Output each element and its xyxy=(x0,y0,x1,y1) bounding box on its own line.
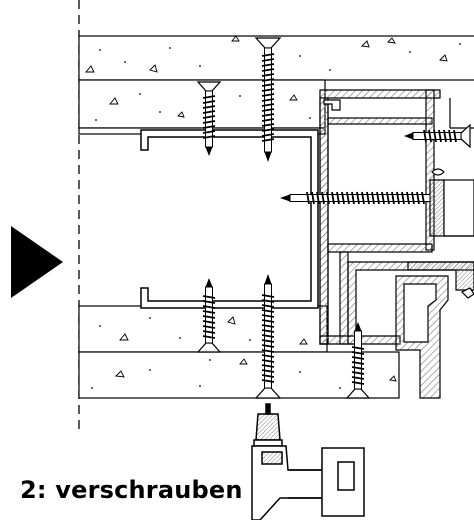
screw-icon xyxy=(196,278,222,353)
frame-profile xyxy=(319,89,474,399)
screw-icon xyxy=(404,123,471,149)
screw-icon xyxy=(254,274,282,399)
concrete-aggregate xyxy=(85,35,448,382)
concrete-dots xyxy=(91,43,461,389)
c-channel-bracket xyxy=(140,129,319,309)
step-label: 2: verschrauben xyxy=(20,476,243,504)
screw-icon xyxy=(196,81,222,156)
screw-icon xyxy=(280,191,431,205)
concrete-slab-top xyxy=(78,35,474,135)
screw-icon xyxy=(254,37,282,162)
drill-icon xyxy=(251,403,365,520)
screw-icon xyxy=(345,322,371,399)
play-arrow-icon xyxy=(11,226,63,298)
